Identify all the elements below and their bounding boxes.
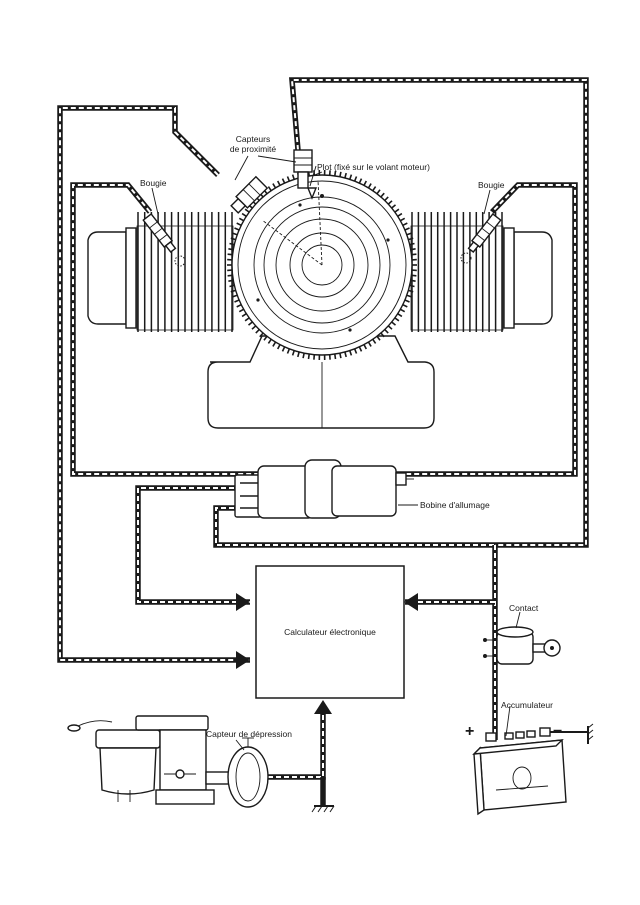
label-capteur-depression: Capteur de dépression [206, 729, 292, 739]
battery-icon [472, 727, 567, 816]
wire-contact-battery [405, 545, 498, 740]
ground-symbol-vacuum [311, 805, 335, 813]
label-bougie-left: Bougie [140, 178, 167, 188]
spark-left-icon [174, 255, 186, 267]
engine [87, 169, 553, 429]
wire-vacuum [268, 712, 326, 806]
label-plot: Plot (fixé sur le volant moteur) [317, 162, 430, 172]
label-capteurs-line1: Capteurs [236, 134, 271, 144]
arrow-bottom [314, 700, 332, 714]
wiring [57, 77, 589, 806]
label-capteurs-line2: de proximité [230, 144, 277, 154]
signal-arrows [236, 593, 418, 714]
cylinder-right [410, 212, 553, 332]
proximity-sensor-1-icon [230, 175, 269, 214]
crankcase [207, 335, 435, 429]
label-contact: Contact [509, 603, 539, 613]
ignition-coil [234, 459, 414, 519]
ignition-switch-icon [483, 626, 561, 665]
label-calculateur: Calculateur électronique [284, 627, 376, 637]
label-battery-minus: − [553, 723, 562, 740]
arrow-right [404, 593, 418, 611]
ground-symbol-battery [550, 723, 594, 744]
arrow-left-lower [236, 651, 250, 669]
wire-coil-calc [135, 485, 258, 605]
wire-sensor-left [57, 105, 250, 663]
wire-outer-right [289, 77, 589, 548]
label-bougie-right: Bougie [478, 180, 505, 190]
vacuum-sensor-icon [227, 737, 269, 808]
spark-plug-right-icon [467, 213, 502, 254]
spark-plug-left-icon [142, 213, 177, 254]
spark-right-icon [460, 252, 472, 264]
calculator-box [255, 565, 405, 699]
leader-lines [151, 155, 521, 751]
label-bobine: Bobine d'allumage [420, 500, 490, 510]
arrow-left-upper [236, 593, 250, 611]
cylinder-left [87, 212, 234, 332]
label-battery-plus: + [465, 723, 474, 740]
proximity-sensor-2-icon [293, 149, 313, 189]
label-accumulateur: Accumulateur [501, 700, 553, 710]
